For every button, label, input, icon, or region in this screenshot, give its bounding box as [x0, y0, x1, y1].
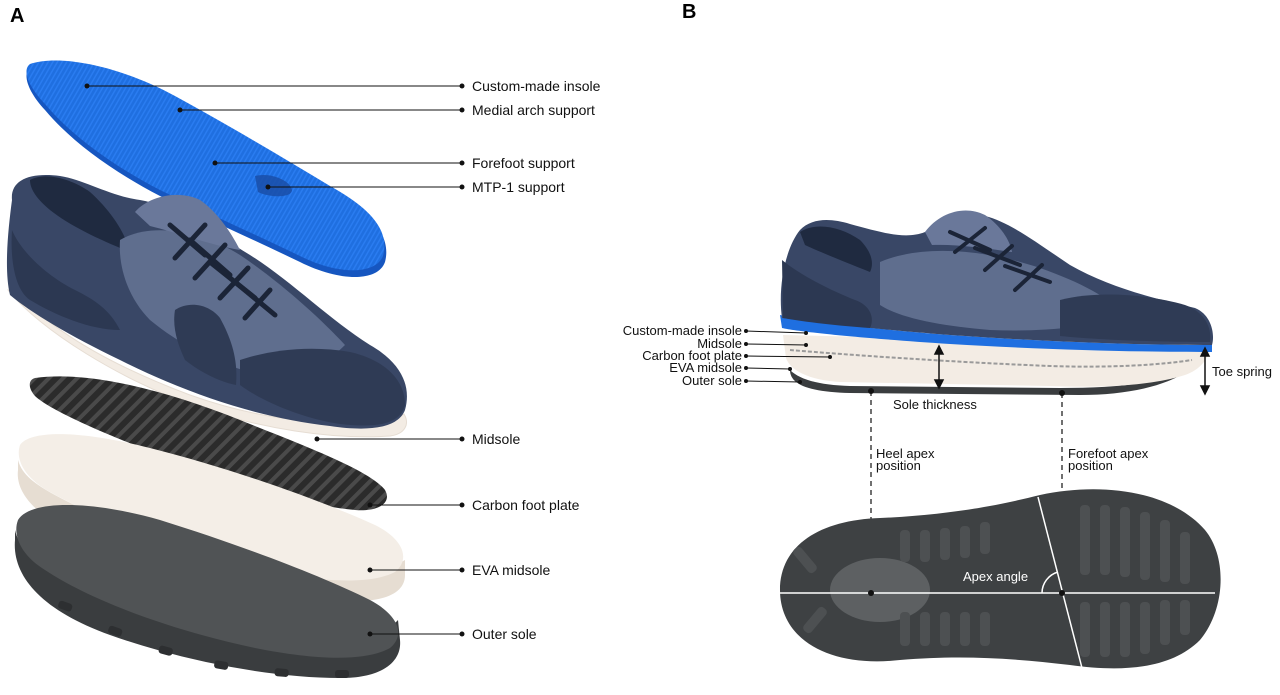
label-a-outer-sole: Outer sole — [472, 626, 537, 642]
custom-insole-illustration — [26, 60, 387, 277]
panel-a-leaders — [84, 83, 465, 637]
label-a-forefoot-support: Forefoot support — [472, 155, 575, 171]
label-b-sole-thickness: Sole thickness — [893, 397, 977, 412]
toe-spring-arrow — [1199, 346, 1211, 396]
panel-b-letter: B — [682, 1, 696, 23]
mtp1-pad — [255, 174, 292, 197]
outsole-bottom-view-illustration — [778, 489, 1221, 669]
carbon-plate-illustration — [29, 376, 387, 511]
label-a-midsole: Midsole — [472, 431, 520, 447]
label-a-mtp1-support: MTP-1 support — [472, 179, 565, 195]
label-b-forefoot-apex-line1: Forefoot apex — [1068, 446, 1149, 461]
outer-sole-illustration — [14, 505, 401, 678]
label-a-custom-insole: Custom-made insole — [472, 78, 601, 94]
sole-thickness-arrow — [933, 344, 945, 390]
label-b-forefoot-apex-line2: position — [1068, 458, 1113, 473]
label-b-outer-sole: Outer sole — [682, 373, 742, 388]
label-a-eva-midsole: EVA midsole — [472, 562, 551, 578]
label-b-heel-apex-line2: position — [876, 458, 921, 473]
label-b-apex-angle: Apex angle — [963, 569, 1028, 584]
label-a-medial-arch: Medial arch support — [472, 102, 595, 118]
label-b-carbon-plate: Carbon foot plate — [642, 348, 742, 363]
shoe-side-view-illustration — [780, 210, 1214, 395]
label-b-custom-insole: Custom-made insole — [623, 323, 742, 338]
label-b-toe-spring: Toe spring — [1212, 364, 1272, 379]
shoe-upper-illustration-a — [6, 175, 407, 438]
label-a-carbon-plate: Carbon foot plate — [472, 497, 580, 513]
label-b-heel-apex-line1: Heel apex — [876, 446, 935, 461]
panel-b-leaders — [744, 329, 832, 384]
panel-a-letter: A — [10, 5, 24, 27]
label-b-midsole: Midsole — [697, 336, 742, 351]
label-b-eva-midsole: EVA midsole — [669, 360, 742, 375]
